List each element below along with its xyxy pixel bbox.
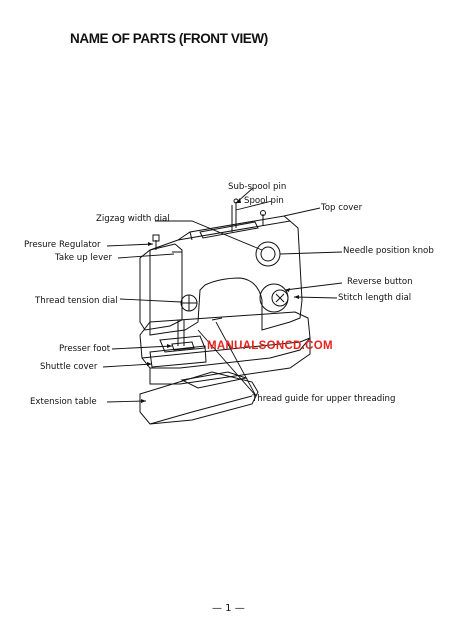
leader-needle-position-knob (279, 251, 343, 255)
label-top-cover: Top cover (321, 203, 363, 213)
label-spool-pin: Spool pin (244, 196, 284, 206)
label-sub-spool-pin: Sub-spool pin (228, 182, 287, 192)
leader-presser-foot (111, 345, 173, 350)
label-zigzag-width-dial: Zigzag width dial (96, 214, 170, 224)
leader-reverse-button (284, 282, 343, 291)
leader-thread-guide (197, 329, 257, 397)
label-reverse-button: Reverse button (347, 277, 413, 287)
label-stitch-length-dial: Stitch length dial (338, 293, 412, 303)
leader-stitch-length-dial (293, 296, 338, 299)
label-presure-regulator: Presure Regulator (24, 240, 101, 250)
leader-take-up-lever (117, 253, 175, 259)
label-extension-table: Extension table (30, 397, 97, 407)
leader-shuttle-cover (102, 363, 153, 368)
page-number: — 1 — (212, 603, 245, 614)
leader-thread-guide-2 (215, 321, 257, 397)
label-take-up-lever: Take up lever (55, 253, 112, 263)
watermark: MANUALSONCD.COM (207, 340, 333, 352)
leader-zigzag-width-dial (155, 220, 263, 251)
label-needle-position-knob: Needle position knob (343, 246, 434, 256)
leader-top-cover (283, 207, 321, 217)
leader-lines (102, 187, 343, 403)
label-thread-guide: Thread guide for upper threading (252, 394, 396, 404)
extension-table-shape (139, 371, 259, 425)
label-thread-tension-dial: Thread tension dial (35, 296, 118, 306)
label-presser-foot: Presser foot (59, 344, 111, 354)
label-shuttle-cover: Shuttle cover (40, 362, 98, 372)
leader-extension-table (106, 400, 147, 403)
leader-spool-pin (235, 200, 273, 211)
page-title: NAME OF PARTS (FRONT VIEW) (70, 31, 268, 46)
leader-thread-tension-dial (119, 298, 182, 303)
arrow-heads (141, 198, 299, 403)
leader-presure-regulator (106, 243, 154, 247)
machine-body (139, 198, 311, 385)
